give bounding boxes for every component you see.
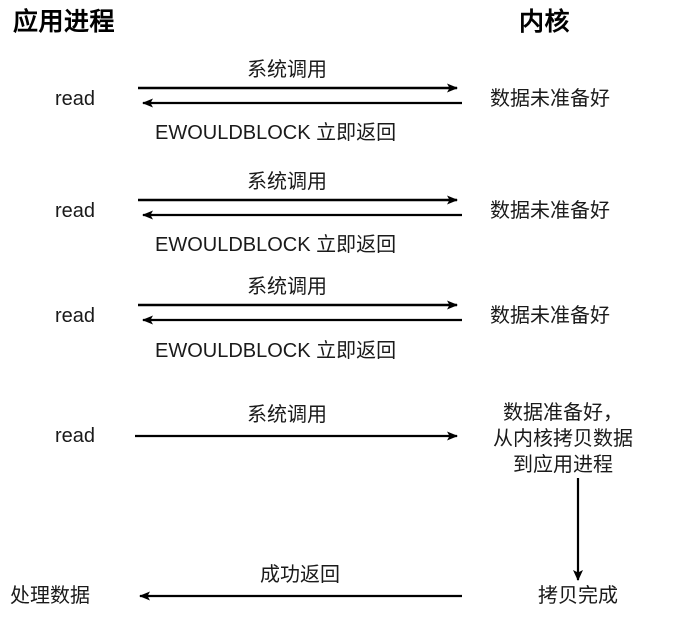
kernel-state-step-2: 数据未准备好 <box>490 200 610 222</box>
process-data-label: 处理数据 <box>10 585 90 607</box>
kernel-copy-line-3: 到应用进程 <box>513 454 613 476</box>
arrow-pair-step-3 <box>138 300 462 325</box>
kernel-copy-line-1: 数据准备好， <box>503 402 623 424</box>
copy-done-label: 拷贝完成 <box>538 585 618 607</box>
response-label-step-1: EWOULDBLOCK 立即返回 <box>155 122 397 144</box>
caller-label-step-2: read <box>55 200 96 222</box>
success-return-label: 成功返回 <box>260 564 340 586</box>
caller-label-step-4: read <box>55 425 96 447</box>
arrow-pair-step-1 <box>138 83 462 108</box>
caller-label-step-3: read <box>55 305 96 327</box>
request-label-step-2: 系统调用 <box>247 171 327 193</box>
request-label-step-4: 系统调用 <box>247 404 327 426</box>
request-label-step-1: 系统调用 <box>247 59 327 81</box>
kernel-copy-line-2: 从内核拷贝数据 <box>493 428 633 450</box>
kernel-state-step-4: 数据准备好， 从内核拷贝数据 到应用进程 <box>493 400 633 478</box>
response-label-step-3: EWOULDBLOCK 立即返回 <box>155 340 397 362</box>
kernel-state-step-1: 数据未准备好 <box>490 88 610 110</box>
column-header-application: 应用进程 <box>13 8 116 36</box>
column-header-kernel: 内核 <box>519 8 571 36</box>
response-label-step-2: EWOULDBLOCK 立即返回 <box>155 234 397 256</box>
kernel-state-step-3: 数据未准备好 <box>490 305 610 327</box>
request-label-step-3: 系统调用 <box>247 276 327 298</box>
caller-label-step-1: read <box>55 88 96 110</box>
arrow-pair-step-2 <box>138 195 462 220</box>
